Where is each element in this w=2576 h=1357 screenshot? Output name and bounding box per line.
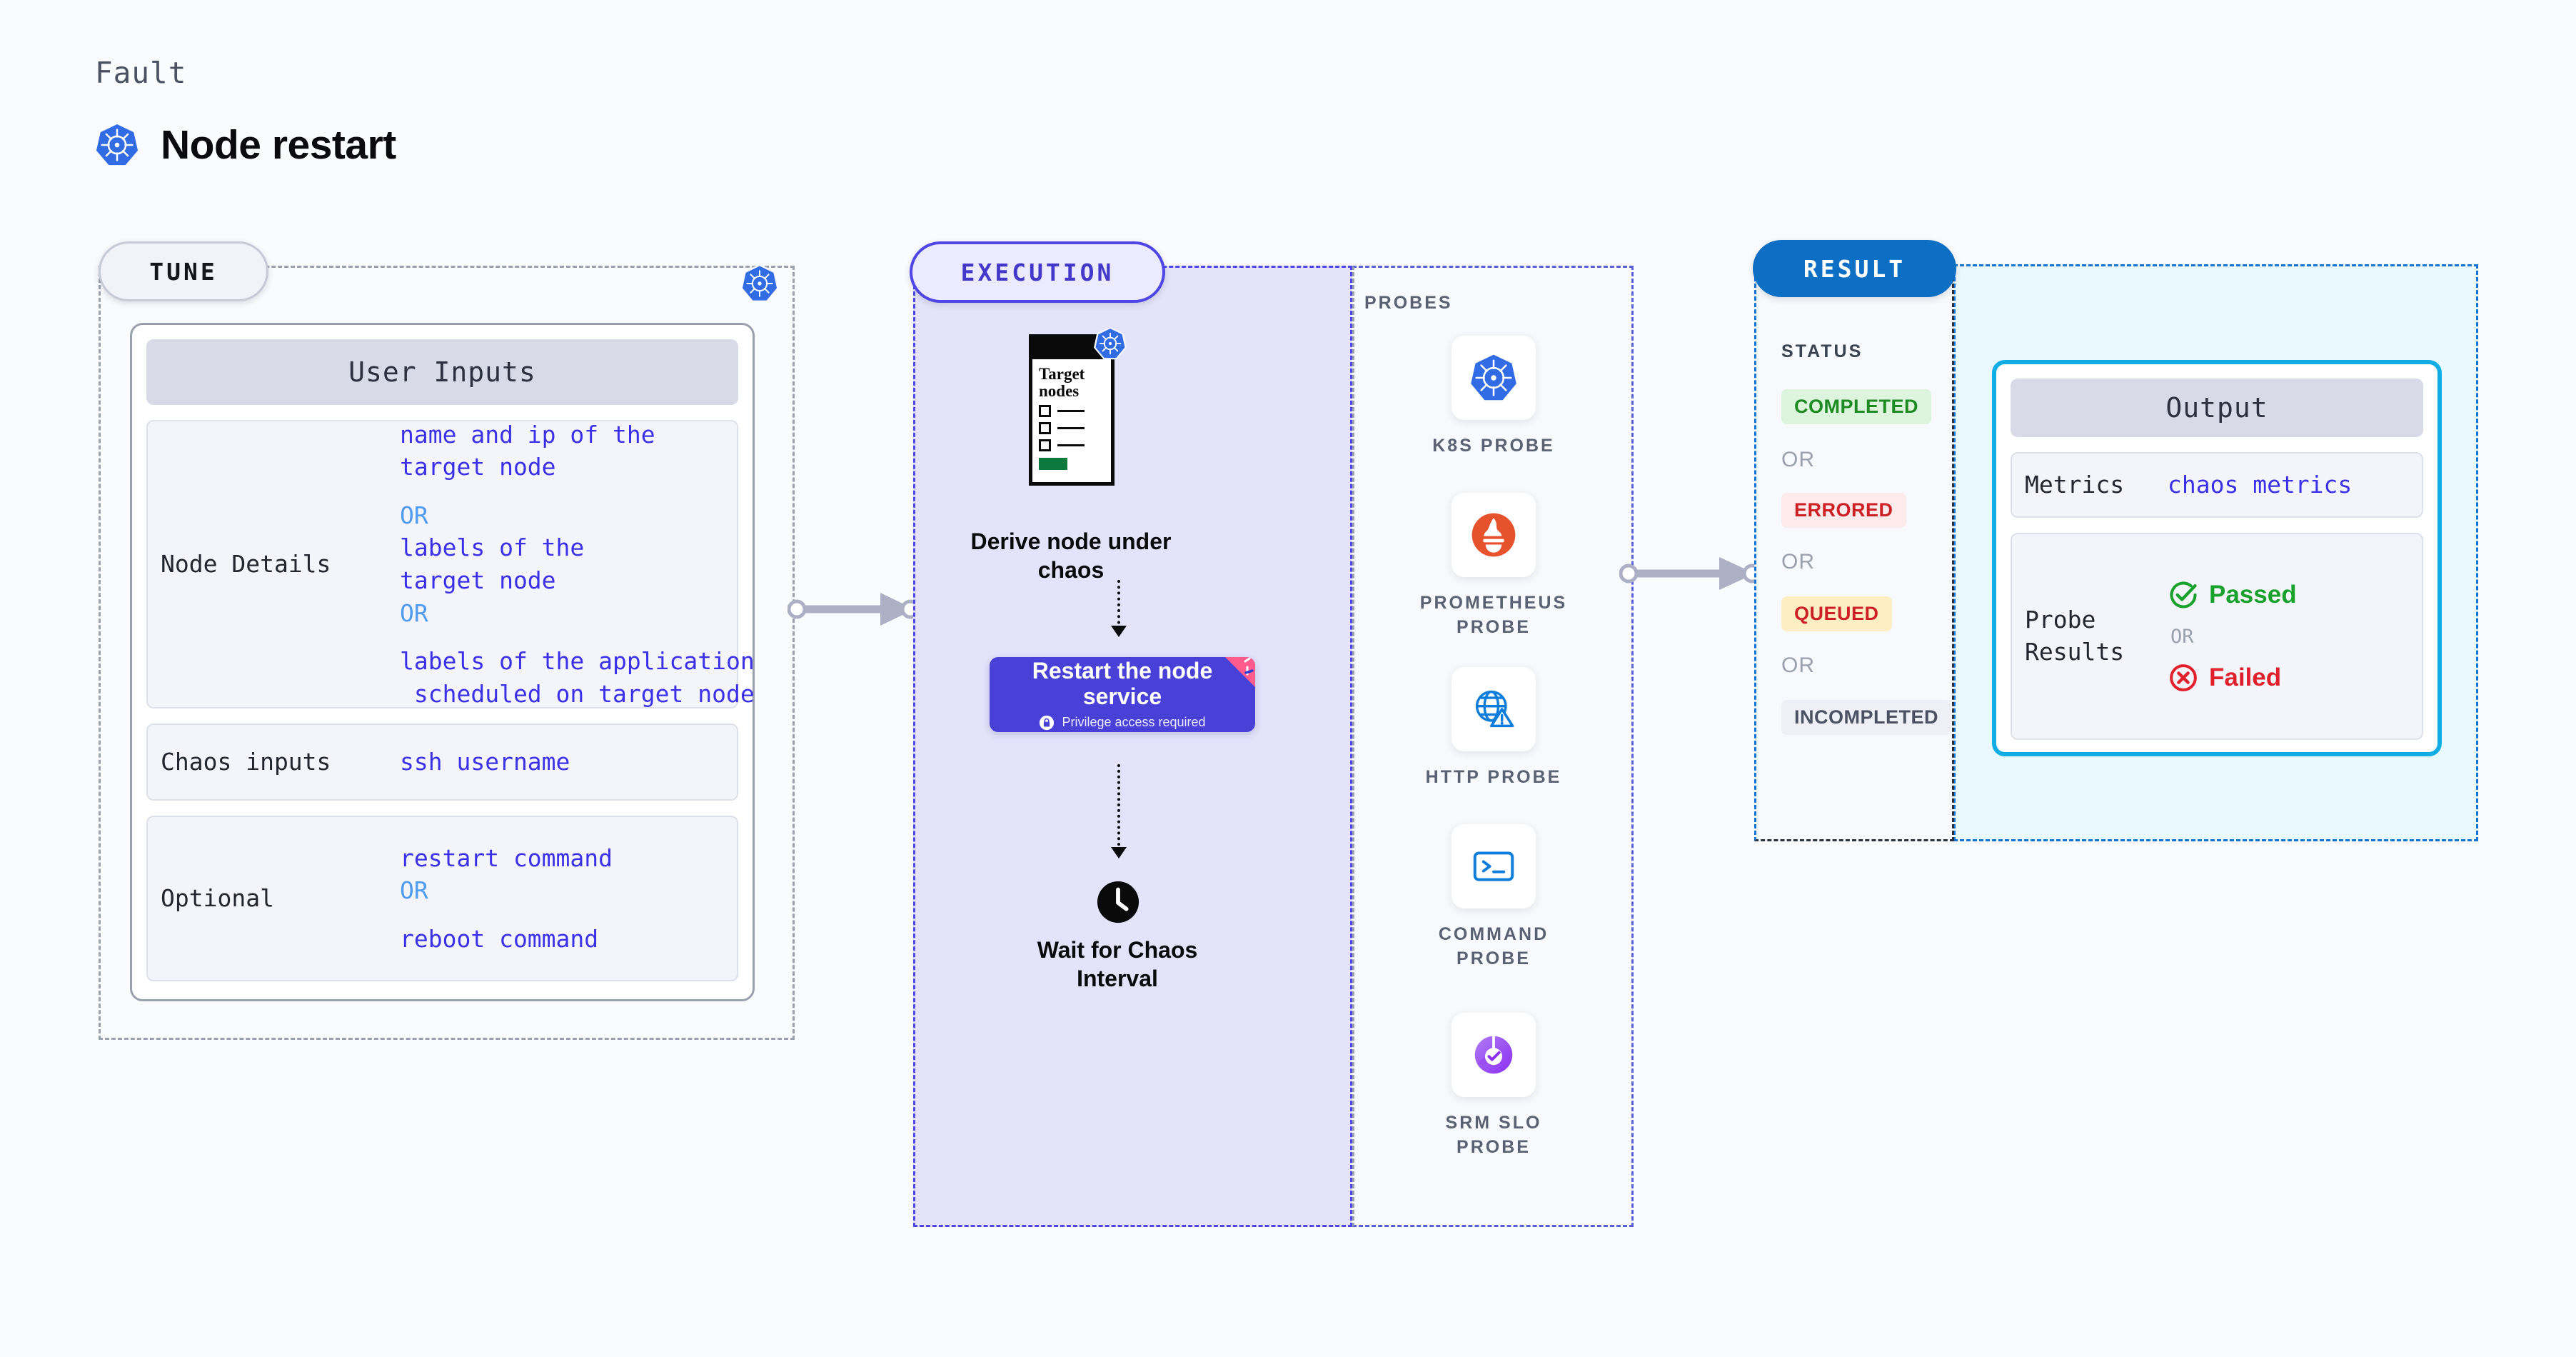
srm-slo-icon — [1451, 1013, 1536, 1097]
tune-value: target node — [400, 566, 556, 594]
status-badge: COMPLETED — [1781, 389, 1932, 424]
probe-result-failed-label: Failed — [2209, 663, 2282, 691]
user-inputs-card: User Inputs Node Details name and ip of … — [130, 323, 755, 1001]
tune-row-values: restart command OR reboot command — [400, 842, 724, 956]
status-badge: QUEUED — [1781, 596, 1892, 631]
kubernetes-icon — [1451, 336, 1536, 420]
tune-row-values: ssh username — [400, 746, 724, 778]
restart-node-service-step[interactable]: Restart the node service Privilege acces… — [990, 657, 1255, 732]
probe-result-failed: Failed — [2168, 661, 2409, 695]
probe-label: PROMETHEUS PROBE — [1419, 593, 1568, 637]
status-badge: ERRORED — [1781, 493, 1906, 528]
tune-value: name and ip of the — [400, 420, 655, 449]
spacer — [400, 484, 755, 499]
tune-stage-pill[interactable]: TUNE — [99, 241, 268, 301]
lock-icon — [1040, 715, 1055, 730]
privilege-note: Privilege access required — [1039, 715, 1206, 731]
probe-item-prometheus[interactable]: PROMETHEUS PROBE — [1420, 493, 1567, 640]
tune-row-optional: Optional restart command OR reboot comma… — [146, 816, 738, 981]
result-status-frame — [1754, 264, 1954, 841]
x-circle-icon — [2170, 664, 2197, 691]
tune-value: labels of the — [400, 534, 585, 562]
output-header: Output — [2011, 379, 2423, 437]
prometheus-icon — [1451, 493, 1536, 577]
check-circle-icon — [2170, 581, 2197, 609]
flow-arrow-2-icon — [1111, 764, 1127, 858]
spacer — [400, 629, 755, 645]
probe-label: SRM SLO PROBE — [1445, 1113, 1542, 1157]
execution-stage-frame — [913, 266, 1352, 1227]
probe-label: K8S PROBE — [1432, 436, 1555, 456]
probe-result-passed: Passed — [2168, 578, 2409, 612]
probe-item-srm-slo[interactable]: SRM SLO PROBE — [1420, 1013, 1567, 1160]
target-card-kubernetes-badge-icon — [1094, 327, 1127, 364]
probes-title: PROBES — [1364, 293, 1453, 313]
tune-value: labels of the application — [400, 647, 755, 676]
restart-node-service-title: Restart the node service — [1032, 658, 1213, 709]
output-row-metrics: Metrics chaos metrics — [2011, 452, 2423, 518]
target-card-selected-bar — [1039, 458, 1067, 471]
probe-label: HTTP PROBE — [1425, 767, 1562, 787]
status-or: OR — [1781, 550, 1815, 574]
tune-value: reboot command — [400, 924, 599, 953]
terminal-icon — [1451, 824, 1536, 908]
result-stage-pill[interactable]: RESULT — [1753, 240, 1956, 297]
derive-node-label: Derive node under chaos — [970, 529, 1172, 583]
page-title-row: Node restart — [95, 121, 396, 169]
execution-stage-pill[interactable]: EXECUTION — [910, 241, 1165, 303]
page-title: Node restart — [161, 122, 396, 168]
tune-or: OR — [400, 876, 428, 905]
tune-row-node-details: Node Details name and ip of the target n… — [146, 420, 755, 708]
connector-tune-to-execution — [788, 593, 920, 626]
tune-row-key: Optional — [161, 883, 274, 912]
privilege-note-label: Privilege access required — [1062, 715, 1206, 730]
status-title: STATUS — [1781, 341, 1863, 361]
tune-value: ssh username — [400, 748, 570, 776]
tune-value: target node — [400, 453, 556, 481]
tune-row-values: name and ip of the target node OR labels… — [400, 419, 755, 710]
output-row-value: Passed OR Failed — [2168, 578, 2409, 695]
probe-item-k8s[interactable]: K8S PROBE — [1420, 336, 1567, 459]
tune-or: OR — [400, 501, 428, 529]
tune-kubernetes-badge-icon — [740, 264, 779, 306]
tune-value: restart command — [400, 843, 613, 872]
spacer — [400, 907, 724, 923]
harness-ribbon-icon — [1225, 657, 1255, 687]
probe-item-http[interactable]: HTTP PROBE — [1420, 667, 1567, 790]
tune-stage-frame — [99, 266, 795, 1040]
clock-icon — [1097, 881, 1139, 923]
status-or: OR — [1781, 654, 1815, 677]
wait-chaos-interval-label: Wait for Chaos Interval — [1037, 937, 1198, 991]
status-or: OR — [1781, 448, 1815, 471]
tune-value: scheduled on target node — [400, 679, 755, 708]
connector-execution-to-result — [1619, 557, 1762, 590]
user-inputs-header: User Inputs — [146, 339, 738, 405]
tune-or: OR — [400, 599, 428, 627]
target-card-item — [1039, 405, 1111, 418]
tune-row-key: Node Details — [161, 549, 331, 578]
fault-kicker: Fault — [95, 56, 187, 90]
tune-row-key: Chaos inputs — [161, 747, 331, 776]
probe-result-or: OR — [2170, 626, 2194, 649]
probe-label: COMMAND PROBE — [1438, 924, 1549, 968]
output-row-key: Metrics — [2025, 470, 2125, 499]
tune-row-chaos-inputs: Chaos inputs ssh username — [146, 723, 738, 801]
target-card-item — [1039, 422, 1111, 435]
status-badge: INCOMPLETED — [1781, 700, 1952, 735]
kubernetes-icon — [95, 123, 139, 167]
target-card-item — [1039, 439, 1111, 452]
flow-arrow-1-icon — [1111, 580, 1127, 637]
probe-result-passed-label: Passed — [2209, 581, 2297, 609]
globe-warning-icon — [1451, 667, 1536, 751]
output-row-value: chaos metrics — [2168, 471, 2353, 499]
probe-item-command[interactable]: COMMAND PROBE — [1420, 824, 1567, 971]
